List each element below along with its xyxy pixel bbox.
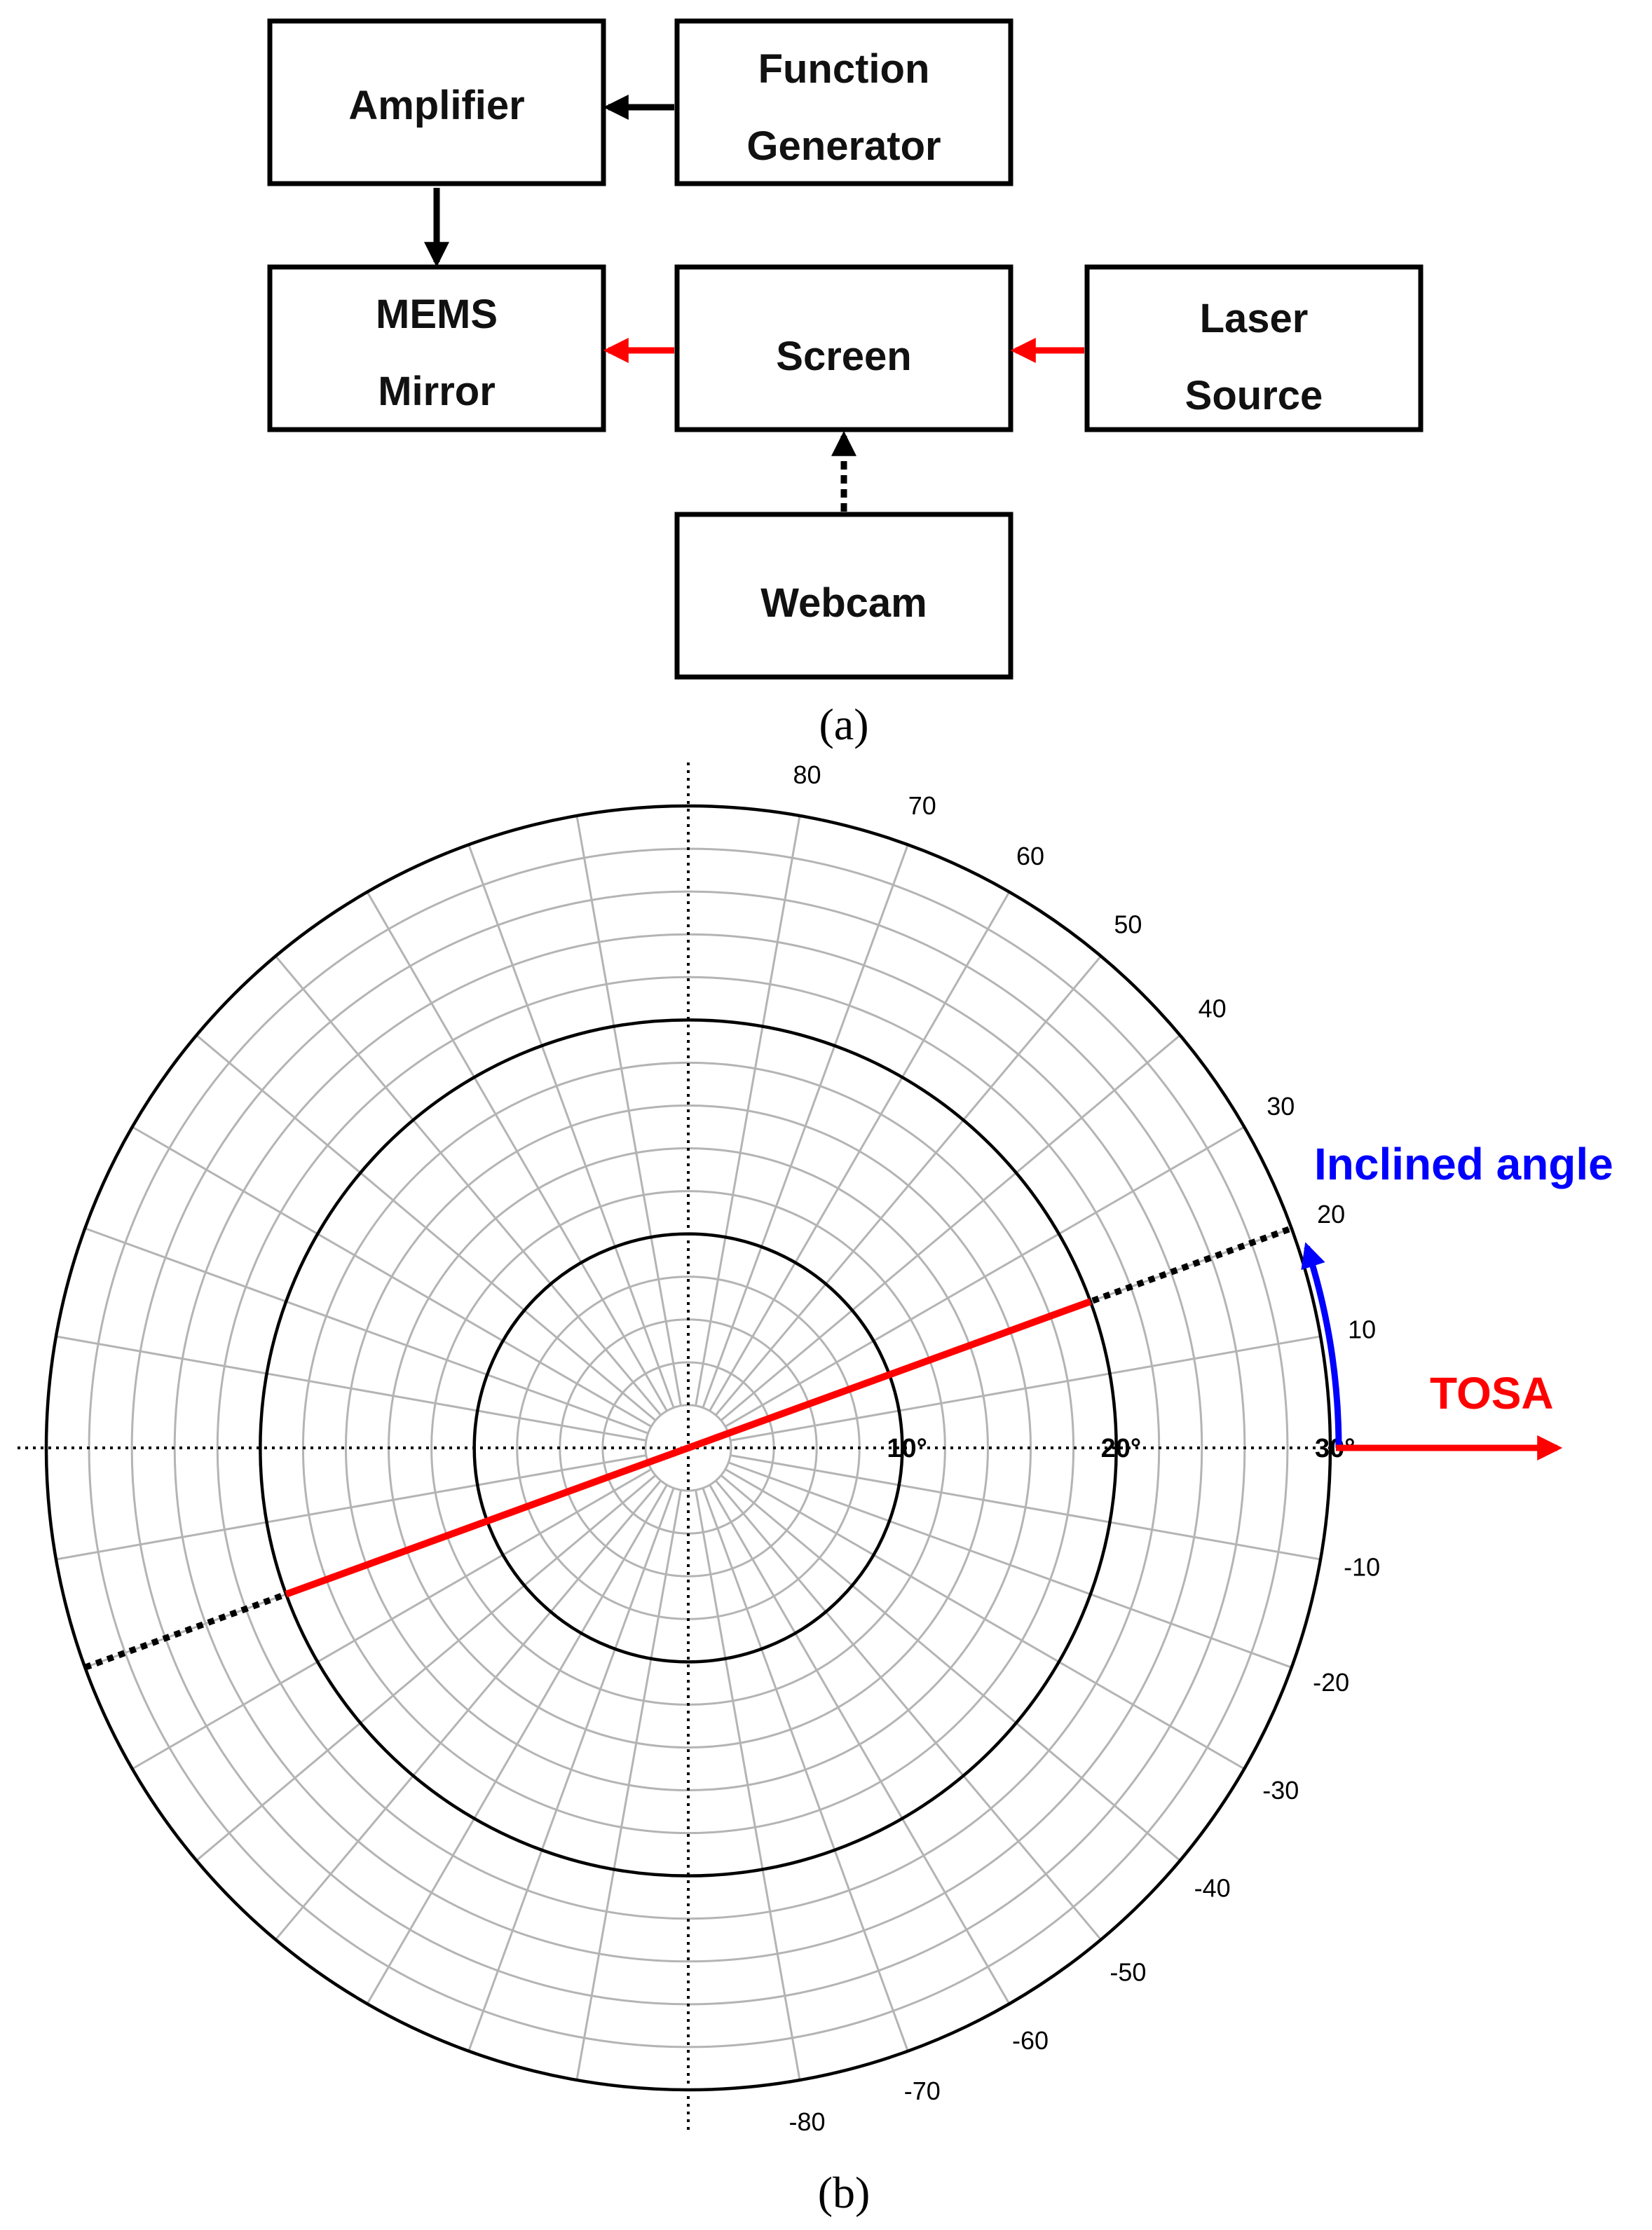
polar-axes [18,762,1330,2134]
spoke-line [720,1475,1181,1861]
screen-label: Screen [776,334,911,379]
angle-label: 20 [1317,1200,1345,1229]
caption-a: (a) [819,699,868,749]
spoke-line [55,1454,647,1561]
caption-b: (b) [818,2168,871,2217]
polar-angle-labels: 80 70 60 50 40 30 20 10 -10 -20 -30 -40 -50 -60 -70 -80 [789,760,1380,2136]
amplifier-block: Amplifier [267,18,606,186]
angle-label: 70 [908,791,936,820]
angle-label: 60 [1016,842,1044,870]
spoke-line [366,1484,668,2005]
angle-label: -70 [904,2077,941,2105]
spoke-line [196,1034,657,1421]
spoke-line [467,844,675,1409]
function-generator-block: Function Generator [674,18,1013,186]
tosa-label: TOSA [1430,1368,1554,1418]
angle-label: 40 [1199,994,1227,1023]
function-generator-label-line2: Generator [746,123,941,169]
angle-label: 50 [1114,910,1142,938]
angle-label: -60 [1012,2026,1049,2055]
spoke-line [84,1227,649,1435]
spoke-line [131,1126,652,1428]
function-generator-label-line1: Function [758,46,930,92]
major-ring-20 [259,1018,1118,1877]
angle-label: -50 [1110,1958,1146,1987]
spoke-line [730,1335,1321,1442]
spoke-line [575,815,682,1407]
block-diagram: Amplifier Function Generator MEMS Mirror… [267,18,1424,749]
spoke-line [131,1468,652,1770]
spoke-line [275,955,662,1416]
mems-mirror-block: MEMS Mirror [267,264,606,432]
spoke-line [709,1484,1011,2005]
mems-mirror-label-line1: MEMS [376,292,498,337]
laser-beam-line [285,1298,1092,1598]
polar-beam [83,1225,1293,1671]
spoke-line [715,1479,1102,1941]
spoke-line [728,1461,1292,1669]
angle-label: -30 [1262,1776,1299,1805]
inclined-angle-arc [1301,1242,1342,1449]
spoke-line [720,1034,1181,1421]
screen-block: Screen [674,264,1013,432]
spoke-line [196,1475,657,1861]
angle-label: -10 [1344,1552,1380,1581]
spoke-line [702,844,909,1409]
radius-label: 10° [887,1434,927,1463]
radius-label: 20° [1101,1434,1141,1463]
spoke-line [702,1487,909,2052]
laser-source-block: Laser Source [1084,264,1424,432]
webcam-label: Webcam [760,580,927,626]
polar-diagram: 80 70 60 50 40 30 20 10 -10 -20 -30 -40 -50 -60 -70 -80… [18,760,1613,2217]
spoke-line [575,1489,682,2081]
angle-label: 10 [1348,1315,1376,1344]
webcam-block: Webcam [674,512,1013,680]
angle-label: -80 [789,2107,825,2136]
inclined-angle-label: Inclined angle [1314,1139,1613,1189]
spoke-line [366,891,668,1411]
laser-source-label-line1: Laser [1200,296,1309,341]
spoke-line [725,1468,1245,1770]
spoke-line [715,955,1102,1416]
spoke-line [725,1126,1245,1428]
spoke-line [695,815,801,1407]
laser-source-label-line2: Source [1185,373,1323,418]
angle-label: -40 [1194,1873,1231,1902]
spoke-line [730,1454,1321,1561]
spoke-line [695,1489,801,2081]
spoke-line [55,1335,647,1442]
angle-label: 80 [793,760,821,789]
amplifier-label: Amplifier [348,83,524,128]
polar-radius-labels: 10°20°30° [887,1434,1355,1463]
spoke-line [467,1487,675,2052]
spoke-line [709,891,1011,1411]
angle-label: -20 [1313,1668,1349,1697]
mems-mirror-label-line2: Mirror [378,369,496,414]
spoke-line [275,1479,662,1941]
angle-label: 30 [1267,1092,1295,1121]
